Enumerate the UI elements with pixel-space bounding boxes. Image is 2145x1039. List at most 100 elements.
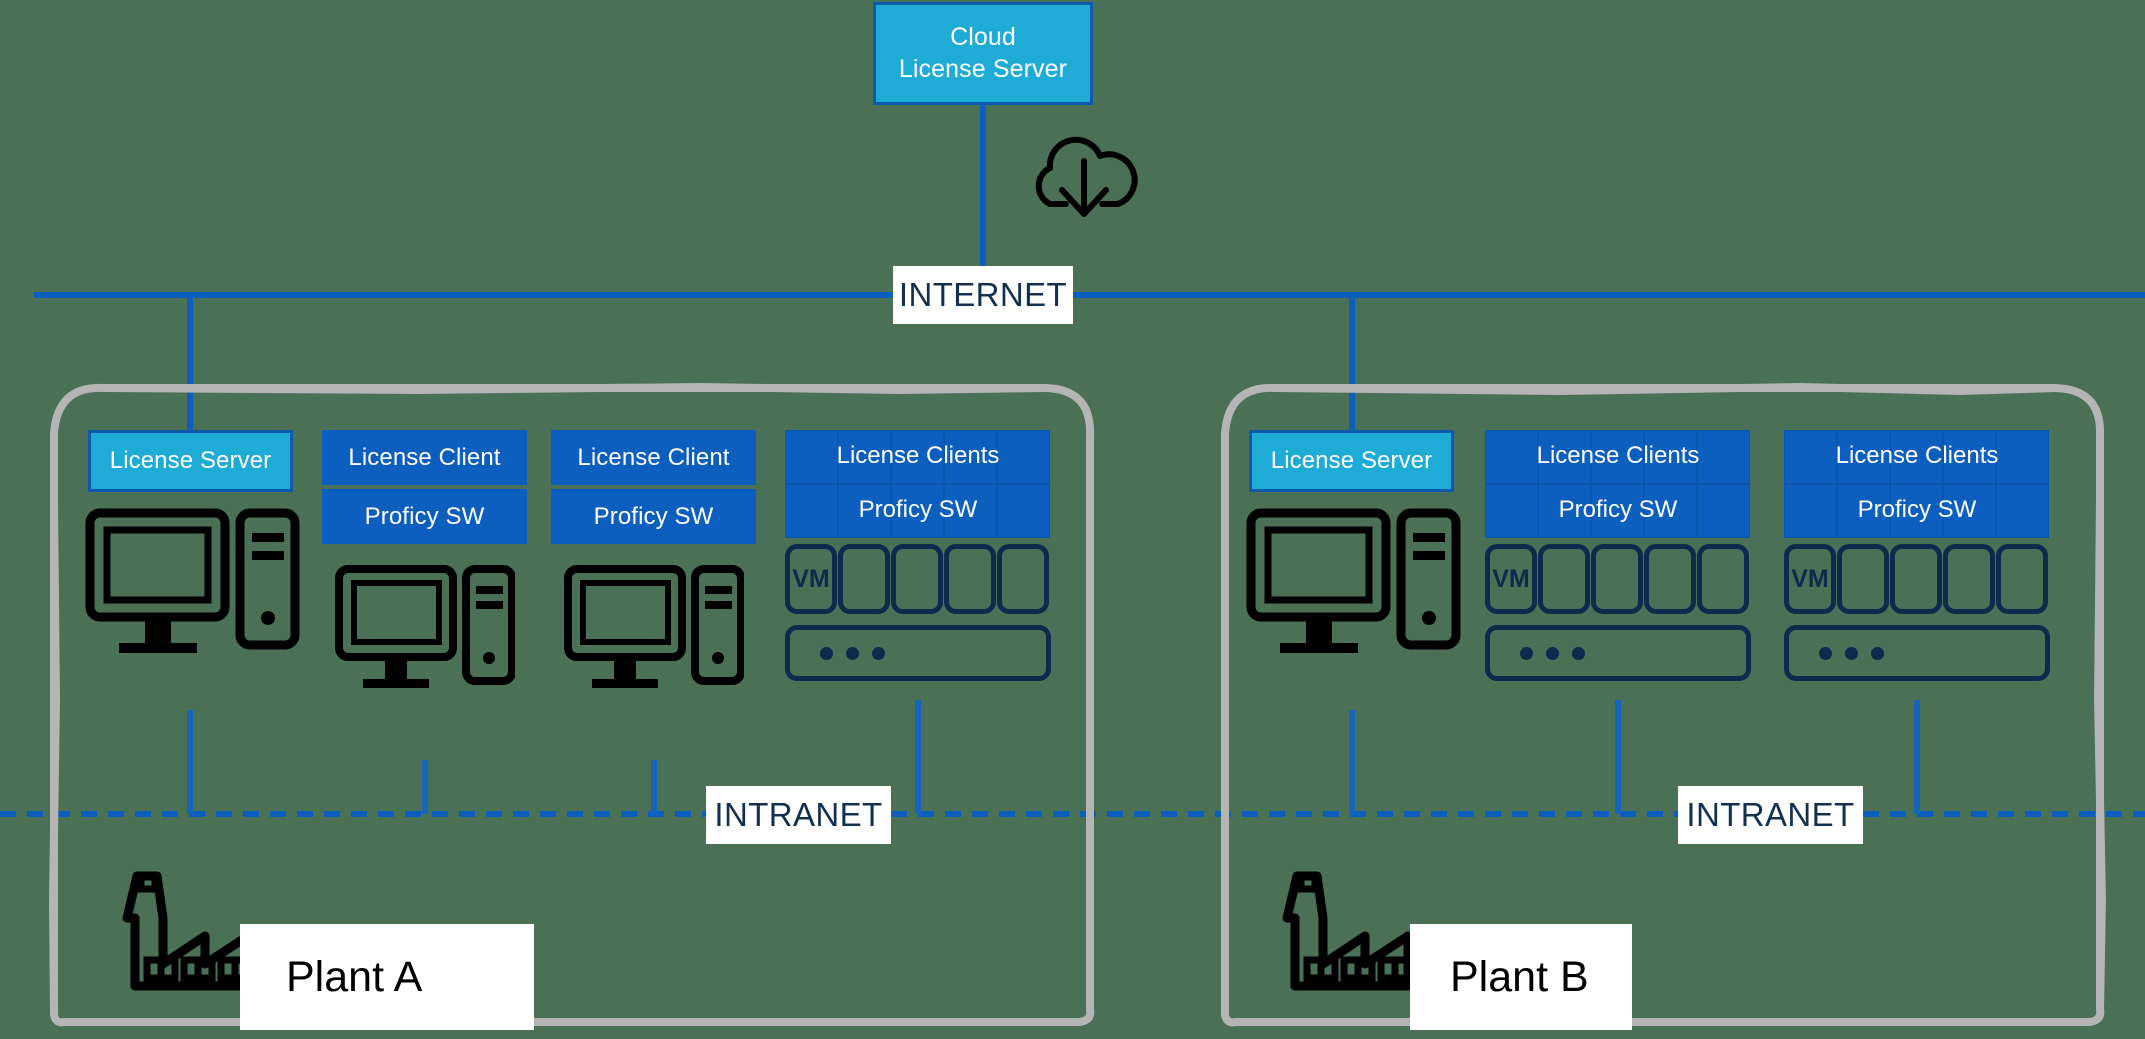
vm-box[interactable]	[1996, 544, 2048, 614]
vm-cell	[1591, 484, 1644, 538]
vm-cell	[1943, 484, 1996, 538]
plant-b-vm-label-2: VM	[1791, 564, 1829, 593]
vm-box[interactable]	[1943, 544, 1995, 614]
ellipsis-dot	[1520, 646, 1533, 660]
plant-a-proficy-sw-2-label: Proficy SW	[593, 502, 714, 530]
vm-box[interactable]	[1591, 544, 1643, 614]
plant-a-license-client-2-top-box[interactable]: License Client	[551, 430, 756, 485]
vm-cell	[1538, 430, 1591, 484]
vm-cell	[1890, 484, 1943, 538]
vm-cell	[1837, 484, 1890, 538]
plant-a-vm-row: VM	[785, 544, 1051, 614]
plant-b-vm-row-2: VM	[1784, 544, 2050, 614]
vm-cell	[1591, 430, 1644, 484]
plant-b-vm-cluster-2-top-row	[1784, 430, 2050, 484]
plant-a-license-client-1-top-box[interactable]: License Client	[322, 430, 527, 485]
plant-b-vm-cluster-1-mid-row	[1485, 484, 1751, 538]
vm-cell	[838, 430, 891, 484]
vm-cell	[1538, 484, 1591, 538]
intranet-label-plant-a: INTRANET	[706, 786, 891, 844]
vm-cell	[997, 430, 1050, 484]
ellipsis-dot	[1845, 646, 1858, 660]
vm-cell	[1697, 484, 1750, 538]
plant-a-label-plate	[240, 924, 534, 1030]
cloud-download-icon	[1018, 128, 1143, 223]
plant-a-vm-overflow-box[interactable]	[785, 625, 1051, 681]
vm-box[interactable]	[1697, 544, 1749, 614]
plant-b-vm-overflow-box-1[interactable]	[1485, 625, 1751, 681]
vm-cell	[838, 484, 891, 538]
vm-box-labeled[interactable]: VM	[1784, 544, 1836, 614]
ellipsis-dot	[1546, 646, 1559, 660]
ellipsis-dot	[1572, 646, 1585, 660]
plant-a-client-1-computer-icon	[335, 562, 515, 707]
plant-a-client-2-computer-icon	[564, 562, 744, 707]
plant-a-factory-icon	[105, 868, 260, 993]
plant-b-name: Plant B	[1450, 952, 1589, 1001]
cloud-license-server-node[interactable]: Cloud License Server	[873, 2, 1093, 105]
plant-b-vm-cluster-2[interactable]: License Clients Proficy SW VM	[1784, 430, 2050, 700]
ellipsis-dot	[846, 646, 859, 660]
plant-a-license-client-2-bottom-box[interactable]: Proficy SW	[551, 489, 756, 544]
plant-b-vm-row-1: VM	[1485, 544, 1751, 614]
plant-a-license-server-computer-icon	[85, 505, 300, 675]
plant-a-vm-cluster[interactable]: License Clients Proficy SW VM	[785, 430, 1051, 700]
vm-box-labeled[interactable]: VM	[1485, 544, 1537, 614]
vm-box[interactable]	[891, 544, 943, 614]
vm-cell	[785, 430, 838, 484]
ellipsis-dot	[1871, 646, 1884, 660]
vm-box-labeled[interactable]: VM	[785, 544, 837, 614]
plant-b-vm-cluster-1[interactable]: License Clients Proficy SW VM	[1485, 430, 1751, 700]
vm-cell	[1943, 430, 1996, 484]
plant-b-license-server-label: License Server	[1270, 447, 1433, 474]
vm-cell	[1837, 430, 1890, 484]
plant-a-license-client-1-bottom-box[interactable]: Proficy SW	[322, 489, 527, 544]
vm-box[interactable]	[1538, 544, 1590, 614]
ellipsis-dot	[820, 646, 833, 660]
vm-box[interactable]	[997, 544, 1049, 614]
plant-b-vm-overflow-box-2[interactable]	[1784, 625, 2050, 681]
vm-cell	[1485, 484, 1538, 538]
plant-a-proficy-sw-1-label: Proficy SW	[364, 502, 485, 530]
ellipsis-dot	[1819, 646, 1832, 660]
vm-cell	[785, 484, 838, 538]
vm-cell	[944, 430, 997, 484]
vm-cell	[1644, 430, 1697, 484]
ellipsis-dot	[872, 646, 885, 660]
vm-cell	[891, 430, 944, 484]
vm-box[interactable]	[1644, 544, 1696, 614]
plant-a-license-server-label: License Server	[109, 447, 272, 474]
plant-a-vm-cluster-mid-row	[785, 484, 1051, 538]
plant-a-vm-cluster-top-row	[785, 430, 1051, 484]
vm-box[interactable]	[1890, 544, 1942, 614]
plant-a-license-server-box[interactable]: License Server	[88, 430, 293, 492]
plant-b-vm-cluster-1-top-row	[1485, 430, 1751, 484]
plant-a-name: Plant A	[286, 952, 423, 1001]
internet-label: INTERNET	[893, 266, 1073, 324]
plant-a-vm-label: VM	[792, 564, 830, 593]
plant-a-license-client-2-label: License Client	[577, 443, 730, 471]
plant-a-license-client-1-label: License Client	[348, 443, 501, 471]
vm-cell	[997, 484, 1050, 538]
intranet-label-plant-b: INTRANET	[1678, 786, 1863, 844]
vm-cell	[1996, 484, 2049, 538]
plant-b-factory-icon	[1265, 868, 1420, 993]
vm-box[interactable]	[1837, 544, 1889, 614]
vm-box[interactable]	[944, 544, 996, 614]
cloud-server-title-line1: Cloud	[950, 23, 1016, 52]
plant-b-label-plate	[1410, 924, 1632, 1030]
plant-b-vm-cluster-2-mid-row	[1784, 484, 2050, 538]
plant-b-license-server-box[interactable]: License Server	[1249, 430, 1454, 492]
plant-b-license-server-computer-icon	[1246, 505, 1461, 675]
vm-cell	[1784, 430, 1837, 484]
vm-cell	[1996, 430, 2049, 484]
plant-b-vm-label-1: VM	[1492, 564, 1530, 593]
vm-cell	[1784, 484, 1837, 538]
vm-cell	[1644, 484, 1697, 538]
vm-cell	[944, 484, 997, 538]
vm-cell	[1697, 430, 1750, 484]
vm-cell	[1890, 430, 1943, 484]
vm-box[interactable]	[838, 544, 890, 614]
cloud-server-title-line2: License Server	[898, 54, 1068, 83]
